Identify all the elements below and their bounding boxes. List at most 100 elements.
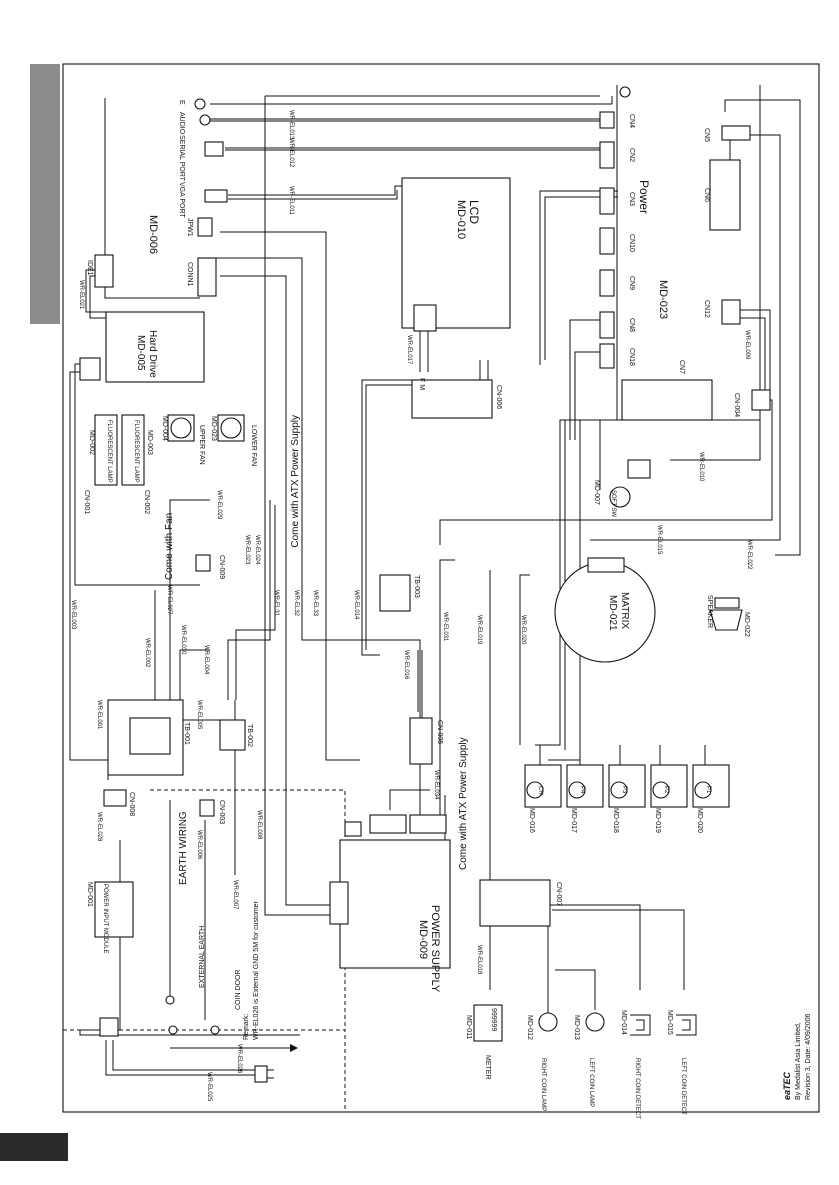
hard-drive: Hard Drive MD-005 xyxy=(79,311,205,383)
audio-label: AUDIO xyxy=(178,112,185,135)
cn007-label: CN-007 xyxy=(555,882,562,906)
upper-fan: UPPER FAN MD-004 xyxy=(161,414,205,465)
wire-label: WR-EL017 xyxy=(406,335,412,365)
hdd-power-connector xyxy=(79,357,101,381)
wire-label: WR-EL011 xyxy=(288,186,294,216)
switch-md018: MD-018 P3 xyxy=(608,764,646,833)
cn5-connector xyxy=(721,125,751,141)
md023-fan-label: MD-023 xyxy=(210,416,217,441)
md022-label: MD-022 xyxy=(743,612,750,637)
upper-fan-label: UPPER FAN xyxy=(198,425,205,465)
coin-door-terminal xyxy=(210,1025,220,1035)
cn2-label: CN2 xyxy=(628,148,635,162)
wires xyxy=(63,95,801,1112)
ps-jpw xyxy=(344,821,362,837)
earth-terminal xyxy=(194,98,206,110)
cn18-label: CN18 xyxy=(628,348,635,366)
md021-label: MD-021 xyxy=(607,595,618,631)
power-supply: POWER SUPPLY MD-009 xyxy=(329,814,451,993)
p2-label: P2 xyxy=(663,786,669,794)
lcd-module: LCD MD-010 xyxy=(401,177,511,332)
tb003-label: TB-003 xyxy=(413,575,420,598)
wire-label: WR-EL028 xyxy=(96,812,102,842)
remark-label: Remark: xyxy=(243,1013,250,1040)
md016-label: MD-016 xyxy=(528,808,535,833)
speaker-module: SPEAKER MD-022 xyxy=(706,595,750,637)
tb001-terminal: TB-001 xyxy=(107,699,190,776)
tb002-label: TB-002 xyxy=(246,724,253,747)
vga-port-connector xyxy=(204,189,228,203)
lamp1-text: FLUORESCENT LAMP xyxy=(106,420,112,483)
power-label: Power xyxy=(637,180,651,214)
chapter-side-bar xyxy=(30,64,60,324)
md017-label: MD-017 xyxy=(570,808,577,833)
cn002-label: CN-002 xyxy=(143,490,150,514)
cn9-label: CN9 xyxy=(628,276,635,290)
vga-port-label: VGA PORT xyxy=(178,182,185,218)
tb003-connector: TB-003 xyxy=(379,574,420,612)
conn1-connector xyxy=(197,257,217,297)
wire-label: WR-EL001 xyxy=(96,700,102,730)
wire-label: WR-EL015 xyxy=(656,525,662,555)
soft-sw-label: SOFT SW xyxy=(610,490,616,518)
ps-conn1 xyxy=(329,881,349,925)
right-coin-lamp: MD-012 RIGHT COIN LAMP xyxy=(526,1012,558,1111)
wire-label: WR-EL018 xyxy=(476,945,482,975)
page-tab xyxy=(0,1133,68,1161)
cn005-label: CN-005 xyxy=(436,720,443,744)
left-coin-lamp-label: LEFT COIN LAMP xyxy=(588,1058,594,1107)
md007-label: MD-007 xyxy=(593,480,600,505)
lamp2-text: FLUORESCENT LAMP xyxy=(133,420,139,483)
cn3-connector xyxy=(599,187,615,215)
p4-label: P4 xyxy=(579,786,585,794)
hdd-title: Hard Drive xyxy=(147,330,158,378)
cn12-connector xyxy=(721,299,741,325)
footer-line-1: By Medalist Asia Limited, xyxy=(795,1022,802,1100)
wire-label: WR-EL025 xyxy=(206,1072,212,1102)
lcd-title: LCD xyxy=(467,200,481,224)
md003-label: MD-003 xyxy=(146,430,153,455)
external-earth-label: EXTERNAL EARTH xyxy=(199,926,206,988)
cn004-connector xyxy=(751,389,771,411)
power-input-text: POWER INPUT MODULE xyxy=(102,884,108,954)
wire-label: WR-EL002 xyxy=(144,638,150,668)
coin-door-label: COIN DOOR xyxy=(235,970,242,1010)
atx-note-bottom: Come with ATX Power Supply xyxy=(458,737,469,870)
lower-fan: LOWER FAN MD-023 xyxy=(210,414,257,466)
serial-port-connector xyxy=(204,141,224,157)
cn8-connector xyxy=(599,311,615,339)
fluorescent-lamp-2: FLUORESCENT LAMP MD-003 CN-002 xyxy=(121,414,153,514)
external-earth-terminal xyxy=(165,995,175,1005)
soft-switch: MD-007 SOFT SW xyxy=(593,459,651,518)
cn003-connector: CN-003 xyxy=(199,799,225,824)
left-coin-detect-label: LEFT COIN DETECT xyxy=(680,1058,686,1115)
jpw1-connector xyxy=(197,217,213,237)
cn003-label: CN-003 xyxy=(218,800,225,824)
cn006-fm: F M xyxy=(418,378,425,390)
cn8-label: CN8 xyxy=(628,318,635,332)
md019-label: MD-019 xyxy=(654,808,661,833)
wire-label: WR-EL010 xyxy=(698,452,704,482)
p3-label: P3 xyxy=(621,786,627,794)
ps-power-out-2 xyxy=(409,814,447,834)
cn4-label: CN4 xyxy=(628,114,635,128)
wire-label: WR-EL31 xyxy=(273,590,279,617)
md023-board: MD-023 Power CN4 CN2 CN3 CN10 CN9 CN8 CN… xyxy=(599,85,771,421)
ide1-connector xyxy=(94,254,114,288)
cn006-label: CN-006 xyxy=(495,385,502,409)
cn10-connector xyxy=(599,227,615,255)
wire-label: WR-EL022 xyxy=(746,540,752,570)
md004-label: MD-004 xyxy=(161,416,168,441)
cn001-label: CN-001 xyxy=(83,490,90,514)
wire-label: WR-EL012 xyxy=(288,138,294,168)
left-coin-lamp: MD-013 LEFT COIN LAMP xyxy=(573,1012,605,1107)
fan-note: Come with Fan xyxy=(164,513,175,580)
md011-label: MD-011 xyxy=(465,1015,472,1039)
md009-label: MD-009 xyxy=(417,920,429,959)
wire-label: WR-EL009 xyxy=(744,330,750,360)
wire-label: WR-EL32 xyxy=(293,590,299,617)
wire-label: WR-EL030 xyxy=(180,625,186,655)
right-coin-detect-label: RIGHT COIN DETECT xyxy=(634,1058,640,1119)
lcd-power-connector xyxy=(413,304,437,332)
wire-label: WR-EL014 xyxy=(353,590,359,620)
